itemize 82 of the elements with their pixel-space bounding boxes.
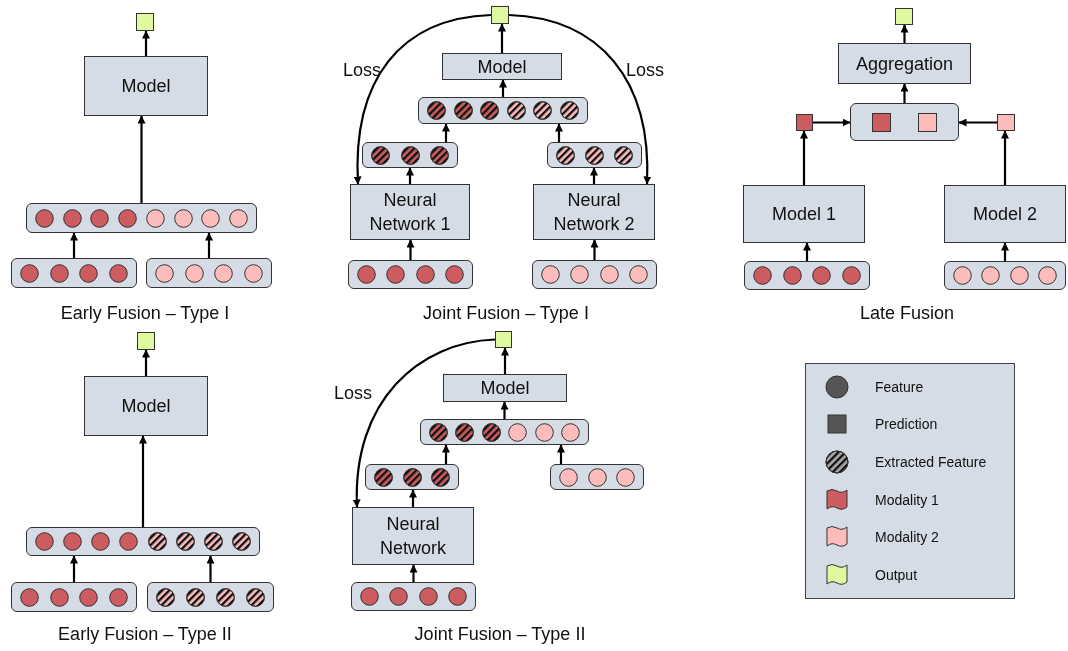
process-box: Model 1 bbox=[743, 185, 865, 243]
output-square bbox=[137, 332, 155, 350]
output-square bbox=[136, 13, 154, 31]
prediction-bar bbox=[850, 103, 959, 141]
feature-bar bbox=[362, 142, 458, 168]
feature-bar bbox=[146, 258, 272, 288]
arrow bbox=[70, 555, 78, 582]
loss-arrow bbox=[353, 338, 496, 508]
process-box: Model bbox=[443, 374, 567, 402]
arrow bbox=[1001, 130, 1009, 185]
arrow bbox=[142, 349, 150, 376]
diagram-caption: Joint Fusion – Type II bbox=[414, 625, 586, 643]
arrow bbox=[501, 347, 509, 374]
feature-bar bbox=[351, 582, 476, 611]
feature-bar bbox=[944, 261, 1066, 290]
legend-text: Output bbox=[875, 568, 918, 583]
arrow bbox=[139, 435, 147, 527]
process-box: Model bbox=[84, 56, 208, 116]
process-box: Neural Network 2 bbox=[533, 184, 655, 240]
loss-arrow bbox=[508, 13, 651, 185]
arrow bbox=[406, 239, 415, 260]
arrow bbox=[557, 444, 565, 464]
feature-bar bbox=[11, 258, 137, 288]
process-box: Model 2 bbox=[944, 185, 1066, 243]
output-square bbox=[491, 6, 509, 24]
prediction-square bbox=[997, 114, 1015, 131]
diagram-caption: Joint Fusion – Type I bbox=[423, 304, 589, 322]
arrow bbox=[142, 30, 150, 56]
arrow bbox=[900, 24, 909, 43]
arrow bbox=[590, 167, 598, 184]
legend-text: Extracted Feature bbox=[875, 455, 987, 470]
edge-label: Loss bbox=[343, 61, 381, 79]
process-box: Model bbox=[442, 53, 562, 80]
arrow bbox=[803, 242, 811, 261]
arrow bbox=[813, 118, 851, 127]
arrow bbox=[442, 123, 450, 142]
feature-bar bbox=[418, 97, 588, 124]
diagram-caption: Late Fusion bbox=[859, 304, 955, 322]
arrow bbox=[409, 489, 417, 507]
feature-bar bbox=[365, 464, 459, 490]
feature-bar bbox=[550, 464, 644, 490]
arrow bbox=[499, 79, 507, 97]
arrow bbox=[442, 444, 450, 464]
legend-text: Prediction bbox=[875, 417, 938, 432]
arrow bbox=[409, 564, 418, 582]
arrow bbox=[70, 232, 78, 258]
output-square bbox=[895, 8, 913, 25]
diagram-caption: Early Fusion – Type II bbox=[58, 625, 232, 643]
feature-bar bbox=[26, 203, 257, 233]
process-box: Neural Network bbox=[352, 507, 474, 565]
feature-bar bbox=[420, 419, 589, 445]
arrow bbox=[498, 23, 506, 53]
feature-bar bbox=[147, 582, 274, 612]
arrow bbox=[137, 115, 146, 203]
arrow bbox=[205, 232, 213, 258]
process-box: Neural Network 1 bbox=[350, 184, 470, 240]
arrow bbox=[406, 167, 414, 184]
arrow bbox=[206, 555, 215, 582]
arrow bbox=[555, 123, 563, 142]
edge-label: Loss bbox=[334, 384, 372, 402]
arrow bbox=[900, 83, 909, 103]
legend-text: Modality 1 bbox=[875, 492, 939, 507]
arrow bbox=[500, 401, 509, 419]
loss-arrow bbox=[353, 13, 492, 185]
arrow bbox=[800, 130, 808, 185]
output-square bbox=[495, 331, 512, 348]
process-box: Model bbox=[84, 376, 208, 436]
arrow bbox=[1001, 242, 1009, 261]
prediction-square bbox=[796, 114, 813, 131]
feature-bar bbox=[11, 582, 137, 612]
feature-bar bbox=[744, 261, 870, 290]
edge-label: Loss bbox=[626, 61, 664, 79]
process-box: Aggregation bbox=[838, 43, 971, 84]
legend-text: Feature bbox=[875, 379, 924, 394]
feature-bar bbox=[532, 260, 657, 289]
arrow bbox=[958, 118, 997, 127]
feature-bar bbox=[348, 260, 473, 289]
feature-bar bbox=[26, 527, 260, 556]
arrow bbox=[590, 239, 599, 260]
diagram-caption: Early Fusion – Type I bbox=[60, 304, 230, 322]
legend-text: Modality 2 bbox=[875, 530, 939, 545]
feature-bar bbox=[547, 142, 642, 168]
